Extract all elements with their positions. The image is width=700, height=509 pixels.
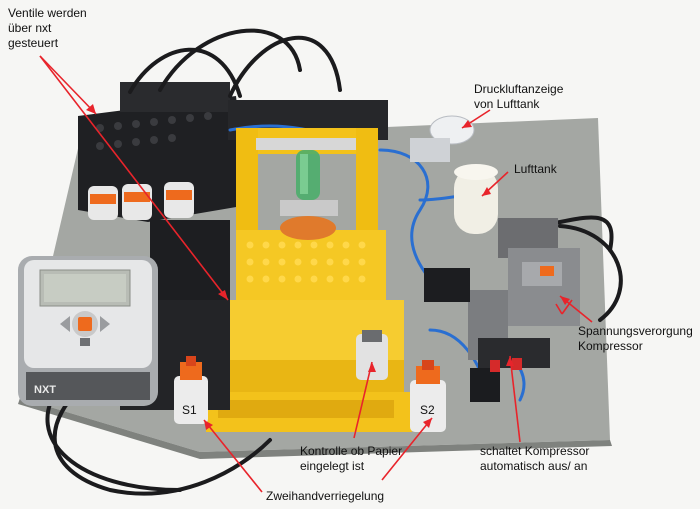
sensor-label-s2: S2: [420, 403, 435, 417]
air-tank: [454, 164, 498, 234]
label-lufttank: Lufttank: [514, 162, 557, 176]
nxt-logo: NXT: [34, 384, 56, 396]
battery-box: [508, 248, 580, 326]
label-spannungsversorgung: Spannungsverorgung Kompressor: [578, 324, 693, 353]
label-druckluftanzeige: Druckluftanzeige von Lufttank: [474, 82, 564, 111]
pneumatic-valves: [88, 182, 194, 220]
nxt-brick: [18, 256, 158, 406]
touch-sensor-s1: [174, 356, 208, 424]
pneumatic-cylinder: [256, 138, 356, 240]
label-ventile: Ventile werden über nxt gesteuert: [8, 6, 87, 50]
label-zweihand: Zweihandverriegelung: [266, 489, 385, 503]
touch-sensor-s2: [410, 360, 446, 432]
paper-sensor: [356, 330, 388, 380]
annotation-arrows: [39, 55, 593, 493]
pressure-gauge: [429, 115, 475, 145]
label-schaltet: schaltet Kompressor automatisch aus/ an: [480, 444, 590, 473]
sensor-label-s1: S1: [182, 403, 197, 417]
label-kontrolle: Kontrolle ob Papier eingelegt ist: [300, 444, 403, 473]
